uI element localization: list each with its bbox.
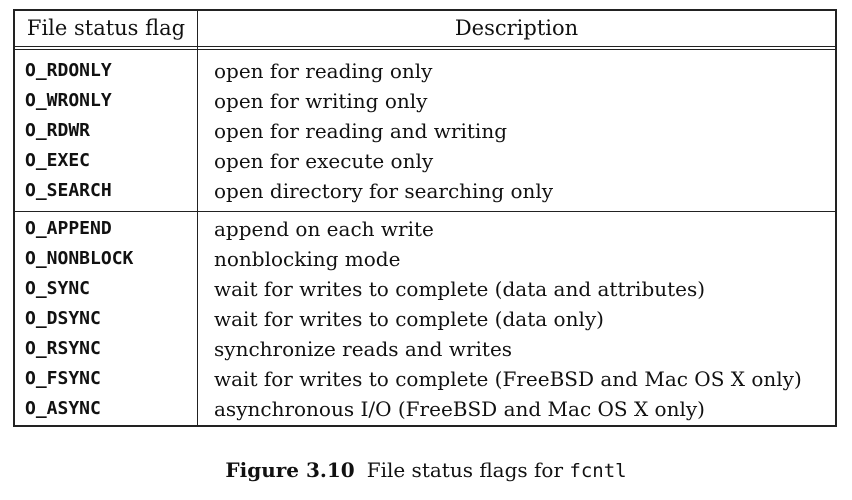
table-row: O_APPEND append on each write (15, 214, 835, 244)
column-divider (197, 11, 198, 425)
table-row: O_FSYNC wait for writes to complete (Fre… (15, 364, 835, 394)
flag-cell: O_WRONLY (25, 90, 112, 111)
table-row: O_RSYNC synchronize reads and writes (15, 334, 835, 364)
description-cell: open for execute only (214, 149, 434, 173)
table-row: O_EXEC open for execute only (15, 146, 835, 176)
flag-cell: O_RDONLY (25, 60, 112, 81)
table-row: O_NONBLOCK nonblocking mode (15, 244, 835, 274)
flag-cell: O_RSYNC (25, 338, 101, 359)
figure-number: Figure 3.10 (225, 458, 355, 482)
header-description: Description (454, 16, 579, 40)
table-row: O_SYNC wait for writes to complete (data… (15, 274, 835, 304)
header-file-status-flag: File status flag (26, 16, 186, 40)
flag-cell: O_APPEND (25, 218, 112, 239)
file-status-flags-table: File status flag Description O_RDONLY op… (13, 9, 837, 427)
description-cell: asynchronous I/O (FreeBSD and Mac OS X o… (214, 397, 705, 421)
description-cell: open for reading and writing (214, 119, 507, 143)
description-cell: wait for writes to complete (data only) (214, 307, 604, 331)
flag-cell: O_SYNC (25, 278, 91, 299)
description-cell: open for reading only (214, 59, 433, 83)
header-rule-top (15, 46, 835, 47)
header-rule-bottom (15, 49, 835, 50)
table-row: O_ASYNC asynchronous I/O (FreeBSD and Ma… (15, 394, 835, 424)
flag-cell: O_NONBLOCK (25, 248, 134, 269)
flag-cell: O_FSYNC (25, 368, 101, 389)
group-divider (15, 211, 835, 212)
description-cell: append on each write (214, 217, 434, 241)
flag-cell: O_SEARCH (25, 180, 112, 201)
caption-code: fcntl (569, 460, 627, 482)
flag-cell: O_ASYNC (25, 398, 101, 419)
flag-cell: O_RDWR (25, 120, 91, 141)
caption-text: File status flags for (366, 458, 570, 482)
table-row: O_WRONLY open for writing only (15, 86, 835, 116)
table-row: O_RDONLY open for reading only (15, 56, 835, 86)
figure-caption: Figure 3.10 File status flags for fcntl (0, 458, 852, 482)
flag-cell: O_DSYNC (25, 308, 101, 329)
description-cell: open directory for searching only (214, 179, 554, 203)
description-cell: open for writing only (214, 89, 428, 113)
description-cell: nonblocking mode (214, 247, 401, 271)
table-row: O_RDWR open for reading and writing (15, 116, 835, 146)
description-cell: wait for writes to complete (FreeBSD and… (214, 367, 802, 391)
flag-cell: O_EXEC (25, 150, 91, 171)
table-row: O_SEARCH open directory for searching on… (15, 176, 835, 206)
description-cell: synchronize reads and writes (214, 337, 513, 361)
table-row: O_DSYNC wait for writes to complete (dat… (15, 304, 835, 334)
description-cell: wait for writes to complete (data and at… (214, 277, 706, 301)
